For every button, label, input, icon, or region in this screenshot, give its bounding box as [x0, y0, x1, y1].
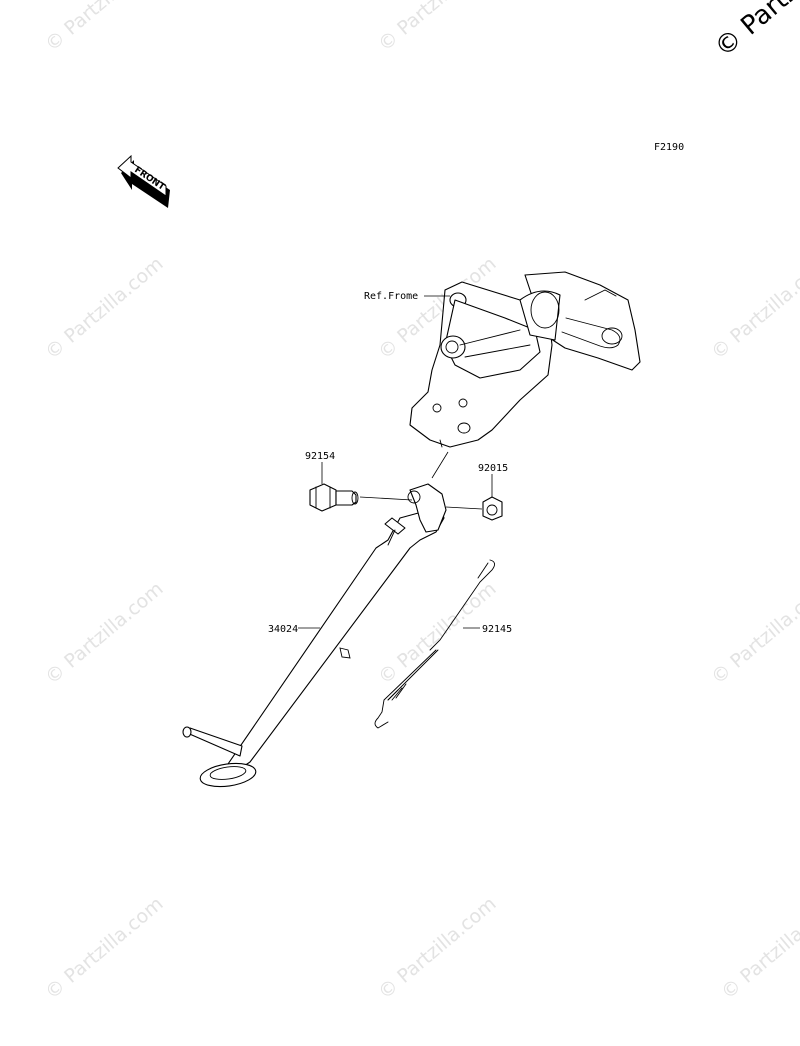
watermark: © Partzilla.com: [374, 0, 500, 56]
frame-bracket: [409, 271, 641, 448]
bolt-to-stand-leader: [359, 496, 413, 501]
part-number-92154: 92154: [305, 451, 335, 462]
watermark: © Partzilla.com: [374, 893, 500, 1004]
ref-frame-label: Ref.Frome: [364, 291, 418, 302]
corner-watermark: © Partz: [709, 0, 800, 63]
watermark: © Partzilla.com: [707, 253, 800, 364]
watermark: © Partzilla.com: [707, 578, 800, 689]
spring-92145: [374, 559, 495, 729]
front-arrow-icon: FRONT: [117, 154, 170, 208]
watermark: © Partzilla.com: [41, 893, 167, 1004]
side-stand: [182, 483, 447, 788]
figure-code: F2190: [654, 142, 684, 153]
part-number-92015: 92015: [478, 463, 508, 474]
spring-coils: [387, 649, 439, 701]
bolt-92154: [309, 483, 359, 512]
watermark: © Partzilla.com: [41, 578, 167, 689]
watermark: © Partzilla.com: [41, 0, 167, 56]
part-number-34024: 34024: [268, 624, 298, 635]
watermark: © Partzilla.com: [717, 893, 800, 1004]
watermark: © Partzilla.com: [41, 253, 167, 364]
nut-to-stand-leader: [445, 506, 483, 510]
mount-leader: [431, 451, 449, 479]
part-number-92145: 92145: [482, 624, 512, 635]
nut-92015: [482, 496, 503, 521]
